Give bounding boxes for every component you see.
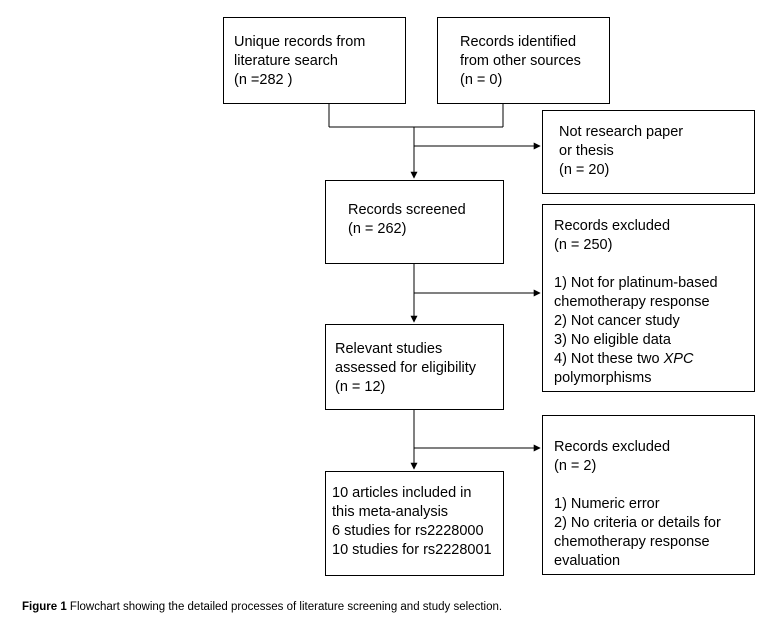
included-box: 10 articles included in this meta-analys… [325, 471, 504, 576]
unique-records-line-1: Unique records from [234, 34, 366, 50]
exclusion-reason-criteria-cont-2: evaluation [554, 553, 621, 569]
exclusion-reason-4-cont: polymorphisms [554, 370, 652, 386]
records-excluded-2-title: Records excluded [554, 439, 671, 455]
included-line-2: this meta-analysis [332, 504, 449, 520]
exclusion-reason-1: 1) Not for platinum-based [554, 275, 718, 291]
exclusion-reason-4-gene: XPC [663, 351, 694, 367]
exclusion-reason-criteria-cont-1: chemotherapy response [554, 534, 710, 550]
records-excluded-2-count: (n = 2) [554, 458, 597, 474]
not-research-line-1: Not research paper [559, 124, 684, 140]
included-rs2228001: 10 studies for rs2228001 [332, 542, 492, 558]
exclusion-reason-4: 4) Not these two XPC [554, 350, 744, 369]
records-excluded-250-count: (n = 250) [554, 237, 613, 253]
other-sources-line-1: Records identified [460, 34, 577, 50]
figure-caption: Figure 1 Flowchart showing the detailed … [22, 600, 502, 615]
eligibility-box: Relevant studies assessed for eligibilit… [325, 324, 504, 410]
other-sources-count: (n = 0) [460, 72, 503, 88]
exclusion-reason-4-prefix: 4) Not these two [554, 351, 664, 367]
unique-records-box: Unique records from literature search (n… [223, 17, 406, 104]
unique-records-line-2: literature search [234, 53, 338, 69]
exclusion-reason-2: 2) Not cancer study [554, 313, 680, 329]
figure-caption-text: Flowchart showing the detailed processes… [66, 601, 503, 613]
exclusion-reason-criteria: 2) No criteria or details for [554, 515, 721, 531]
exclusion-reason-1-cont: chemotherapy response [554, 294, 710, 310]
not-research-box: Not research paper or thesis (n = 20) [542, 110, 755, 194]
not-research-count: (n = 20) [559, 162, 610, 178]
figure-label: Figure 1 [22, 601, 67, 613]
records-excluded-2-box: Records excluded (n = 2) 1) Numeric erro… [542, 415, 755, 575]
other-sources-box: Records identified from other sources (n… [437, 17, 610, 104]
unique-records-count: (n =282 ) [234, 72, 293, 88]
records-screened-line-1: Records screened [348, 202, 466, 218]
records-excluded-250-title: Records excluded [554, 218, 671, 234]
included-rs2228000: 6 studies for rs2228000 [332, 523, 484, 539]
not-research-line-2: or thesis [559, 143, 614, 159]
included-line-1: 10 articles included in [332, 485, 472, 501]
spacer [554, 255, 744, 274]
spacer [554, 476, 744, 495]
eligibility-line-1: Relevant studies [335, 341, 443, 357]
records-excluded-250-box: Records excluded (n = 250) 1) Not for pl… [542, 204, 755, 392]
other-sources-line-2: from other sources [460, 53, 581, 69]
exclusion-reason-3: 3) No eligible data [554, 332, 671, 348]
eligibility-line-2: assessed for eligibility [335, 360, 477, 376]
records-screened-box: Records screened (n = 262) [325, 180, 504, 264]
eligibility-count: (n = 12) [335, 379, 386, 395]
records-screened-count: (n = 262) [348, 221, 407, 237]
exclusion-reason-numeric: 1) Numeric error [554, 496, 660, 512]
